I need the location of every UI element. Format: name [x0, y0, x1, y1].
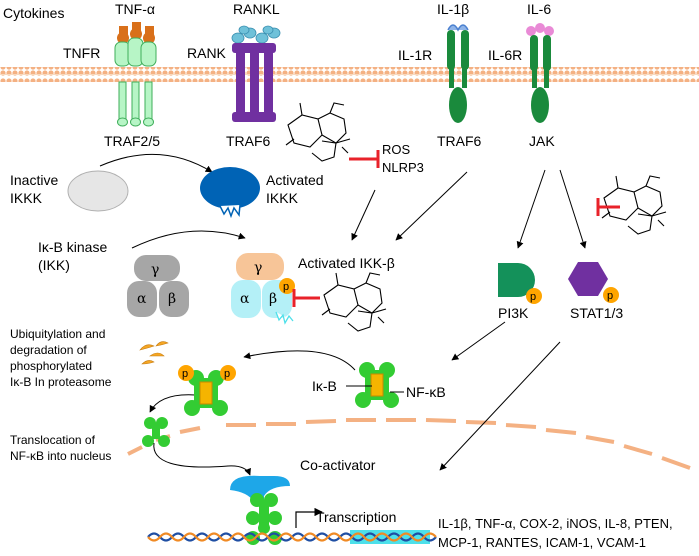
ikkk-active-shape: [200, 167, 260, 219]
stat-phospho: p: [607, 290, 613, 302]
coactivator-label: Co-activator: [300, 457, 376, 473]
ros-label: ROS: [382, 142, 411, 157]
jak-label: JAK: [529, 133, 555, 149]
nuclear-membrane: [127, 418, 691, 470]
genes-label-2: MCP-1, RANTES, ICAM-1, VCAM-1: [438, 535, 646, 550]
arrow-ikkk-activation: [99, 153, 213, 173]
compound-structure-1: [285, 102, 351, 162]
transcription-label: Transcription: [316, 509, 396, 525]
pi3k-label: PI3K: [498, 305, 529, 321]
signal-arrows: [149, 169, 587, 476]
ikk-inactive-shape: γ α β: [127, 255, 189, 317]
ubiq-label-3: phosphorylated: [10, 359, 92, 373]
activated-ikkb-label: Activated IKK-β: [298, 255, 395, 271]
ikk-active-shape: p γ α β: [231, 253, 295, 325]
traf6-label-il1r: TRAF6: [437, 133, 482, 149]
rank-label: RANK: [187, 45, 227, 61]
ikk-label: (IKK): [38, 257, 70, 273]
nfkb-nucleus: [246, 493, 282, 545]
dna-helix: [147, 530, 437, 544]
activated-ikkk-label-1: Activated: [266, 172, 324, 188]
plasma-membrane: [0, 67, 699, 82]
transloc-label-2: NF-κB into nucleus: [10, 449, 111, 463]
compound-structure-3: [601, 175, 667, 235]
ikk-inactive-beta: β: [168, 291, 176, 307]
tnfr-label: TNFR: [63, 45, 100, 61]
traf25-label: TRAF2/5: [104, 133, 160, 149]
ikkk-inactive-label: IKKK: [10, 190, 43, 206]
ikk-active-alpha: α: [240, 291, 250, 307]
ikk-active-beta: β: [269, 291, 277, 307]
coactivator-shape: [230, 475, 290, 502]
activated-ikkk-label-2: IKKK: [266, 190, 299, 206]
rank-receptor: [231, 25, 281, 122]
ikb-kinase-label: Iκ-B kinase: [38, 239, 107, 255]
tnfr-receptor: [114, 22, 157, 127]
ubiq-label-2: degradation of: [10, 343, 87, 357]
ikk-active-gamma: γ: [254, 260, 262, 276]
nfkb-label: NF-κB: [406, 384, 446, 400]
cytokines-label: Cytokines: [3, 5, 64, 21]
nlrp3-label: NLRP3: [382, 160, 424, 175]
il1r-receptor: [447, 24, 469, 123]
inhibit-jak-stat: [596, 198, 620, 216]
ikk-inactive-alpha: α: [137, 291, 147, 307]
ikb-label: Iκ-B: [312, 378, 337, 394]
nfkb-left-phospho-2: p: [224, 368, 230, 380]
il1b-label: IL-1β: [437, 1, 469, 17]
nfkb-left-phospho-1: p: [182, 368, 188, 380]
tnf-alpha-label: TNF-α: [115, 1, 155, 17]
nfkb-ikb-phospho-complex: p p: [178, 365, 236, 416]
inactive-label: Inactive: [10, 172, 58, 188]
nfkb-ikb-complex: [346, 362, 404, 408]
pi3k-phospho: p: [530, 291, 536, 303]
ubiq-label-1: Ubiquitylation and: [10, 327, 105, 341]
stat-label: STAT1/3: [570, 305, 623, 321]
ubiq-label-4: Iκ-B In proteasome: [10, 375, 112, 389]
traf6-label-rank: TRAF6: [226, 133, 271, 149]
ikkk-inactive-shape: [67, 170, 129, 212]
genes-label-1: IL-1β, TNF-α, COX-2, iNOS, IL-8, PTEN,: [438, 516, 673, 531]
transcription-arrow: [295, 507, 323, 528]
nfkb-free-cytoplasm: [142, 417, 170, 447]
rankl-label: RANKL: [233, 1, 280, 17]
inhibit-ikk: [292, 289, 320, 307]
compound-structure-2: [321, 272, 387, 332]
inhibit-ros-nlrp3: [349, 150, 380, 168]
il1r-label: IL-1R: [398, 47, 432, 63]
stat-shape: p: [568, 262, 619, 303]
il6-label: IL-6: [527, 1, 551, 17]
ikk-inactive-gamma: γ: [151, 262, 159, 278]
degraded-fragments: [139, 341, 169, 365]
pi3k-shape: p: [498, 263, 542, 304]
il6r-receptor: [526, 23, 554, 123]
arrow-ikk-activation: [131, 230, 246, 249]
il6r-label: IL-6R: [488, 47, 522, 63]
transloc-label-1: Translocation of: [10, 433, 96, 447]
ikk-phospho: p: [283, 281, 289, 293]
